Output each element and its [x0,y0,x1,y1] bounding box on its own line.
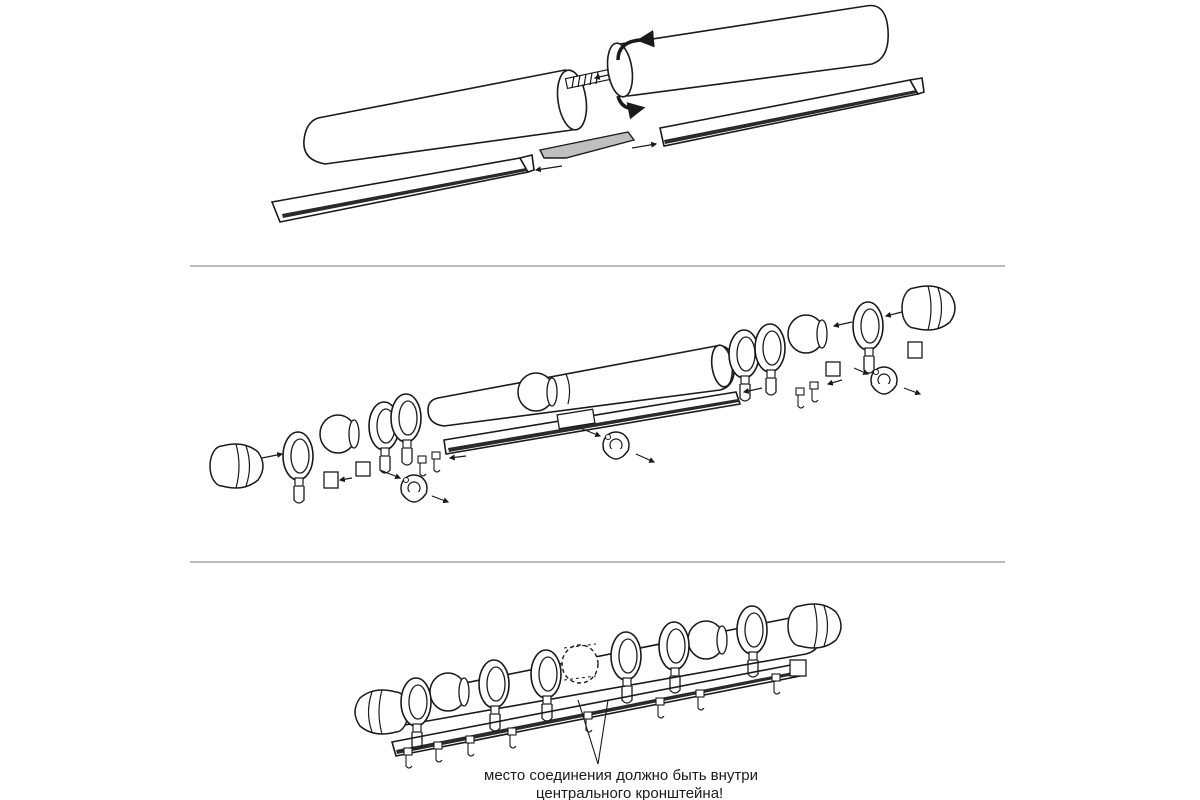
assembled-ring-6 [736,605,768,678]
arrow-left-screw [431,495,450,504]
joint-pointer-lines [577,699,609,765]
rail-hook [433,741,443,763]
left-hook-1 [417,455,427,477]
arrow-left-bracket [379,469,402,480]
right-rail [659,77,925,147]
arrow-right-finial [884,311,903,318]
assembled-right-finial [787,603,842,649]
right-ring-2 [754,323,786,396]
arrow-center-bracket [574,425,602,438]
note-line-2: центрального кронштейна! [536,785,723,800]
left-bracket [400,474,428,503]
rail-hook [695,689,705,711]
left-end-cap [323,471,339,489]
rail-hook [655,697,665,719]
center-rail [443,391,742,455]
assembled-ball-left [429,672,470,712]
left-ring-1 [282,431,314,504]
right-finial [901,285,956,331]
arrow-finial-left [261,451,284,459]
right-hook-1 [795,387,805,409]
right-tube [606,4,889,98]
arrow-connector-left [534,165,563,173]
joint-sleeve [561,643,599,684]
rail-hook [771,673,781,695]
rail-hook [403,747,413,769]
rail-hook [507,727,517,749]
right-bracket [870,366,898,395]
assembled-left-finial [354,689,409,735]
assembled-ball-right [687,620,728,660]
arrow-right-rail [742,387,763,394]
left-hook-2 [431,451,441,473]
left-ring-3 [390,393,422,466]
arrow-left-hooks [448,454,467,461]
arrow-right-screw [903,387,922,396]
arrow-end-cap [338,476,353,483]
right-ring-3 [852,301,884,374]
left-ball-joint [319,414,360,454]
arrow-right-bracket [853,367,870,375]
note-line-1: место соединения должно быть внутри [484,767,758,784]
section-assembled-rod: место соединения должно быть внутри цент… [354,603,842,800]
arrow-right-hooks [826,379,843,386]
right-ring-1 [728,329,760,402]
left-stopper [355,461,371,477]
rotate-arrow-up [616,30,655,61]
arrow-center-screw [635,453,656,463]
assembled-ring-4 [610,631,642,704]
right-stopper [825,361,841,377]
right-hook-2 [809,381,819,403]
center-ball-joint [517,372,558,412]
section-exploded-assembly [209,285,956,504]
arrow-right-ring [832,321,853,328]
assembled-ring-5 [658,621,690,694]
arrow-connector-right [631,141,658,149]
left-rail [270,154,535,223]
left-finial [209,443,264,489]
section-rod-joining [270,4,925,223]
right-ball-joint [787,314,828,354]
right-end-cap [907,341,923,359]
rail-connector [538,131,636,159]
rail-hook [465,735,475,757]
rotate-arrow-down [616,95,646,120]
center-bracket [602,431,630,460]
